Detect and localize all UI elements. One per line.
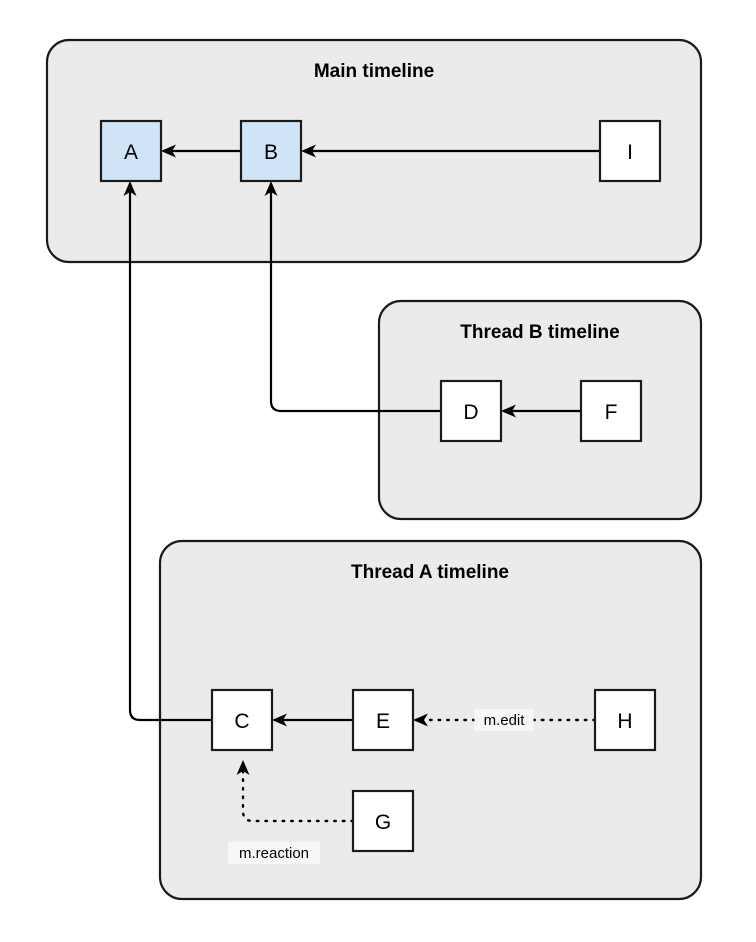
node-b[interactable]: B xyxy=(239,119,303,183)
node-label: E xyxy=(376,710,390,733)
edge-label-halo xyxy=(474,709,534,731)
node-box xyxy=(210,688,274,752)
node-label: H xyxy=(617,710,632,733)
edge-label-m-reaction: m.reaction xyxy=(228,842,320,864)
edge-path xyxy=(128,192,212,722)
edge-label-m-edit: m.edit xyxy=(474,709,534,731)
node-f[interactable]: F xyxy=(579,379,643,443)
node-c[interactable]: C xyxy=(210,688,274,752)
group-thread-b-title: Thread B timeline xyxy=(460,322,619,343)
group-thread-a-title: Thread A timeline xyxy=(351,562,509,583)
arrow-head xyxy=(264,181,278,196)
node-label: C xyxy=(234,710,249,733)
node-label: D xyxy=(463,401,478,424)
node-e[interactable]: E xyxy=(351,688,415,752)
node-box xyxy=(593,688,657,752)
node-label: F xyxy=(605,401,618,424)
node-a[interactable]: A xyxy=(99,119,163,183)
node-box xyxy=(579,379,643,443)
node-label: A xyxy=(124,141,138,164)
edge-b-to-a[interactable] xyxy=(161,144,241,158)
node-box xyxy=(99,119,163,183)
node-i[interactable]: I xyxy=(598,119,662,183)
edge-path xyxy=(269,192,441,413)
edge-g-to-c[interactable] xyxy=(236,760,355,823)
edge-c-to-a[interactable] xyxy=(123,181,213,722)
node-box xyxy=(239,119,303,183)
node-label: G xyxy=(375,811,391,834)
node-box xyxy=(351,789,415,853)
edge-e-to-c[interactable] xyxy=(272,713,353,727)
node-label: I xyxy=(627,141,633,164)
arrow-head xyxy=(123,181,137,196)
edge-label-text: m.edit xyxy=(484,712,526,729)
arrow-head xyxy=(301,144,316,158)
arrow-head xyxy=(236,760,250,775)
edge-label-halo xyxy=(228,842,320,864)
arrow-head xyxy=(413,713,428,727)
edge-i-to-b[interactable] xyxy=(301,144,600,158)
nodes-layer: A B I D F C E H G xyxy=(99,119,662,853)
edge-label-text: m.reaction xyxy=(239,845,309,862)
arrow-head xyxy=(501,404,516,418)
node-box xyxy=(351,688,415,752)
edge-f-to-d[interactable] xyxy=(501,404,581,418)
node-h[interactable]: H xyxy=(593,688,657,752)
arrow-head xyxy=(161,144,176,158)
edge-d-to-b[interactable] xyxy=(264,181,442,413)
node-g[interactable]: G xyxy=(351,789,415,853)
node-box xyxy=(439,379,503,443)
edge-labels-layer: m.edit m.reaction xyxy=(228,709,534,864)
group-main-title: Main timeline xyxy=(314,61,434,82)
node-label: B xyxy=(264,141,278,164)
node-d[interactable]: D xyxy=(439,379,503,443)
arrow-head xyxy=(272,713,287,727)
node-box xyxy=(598,119,662,183)
